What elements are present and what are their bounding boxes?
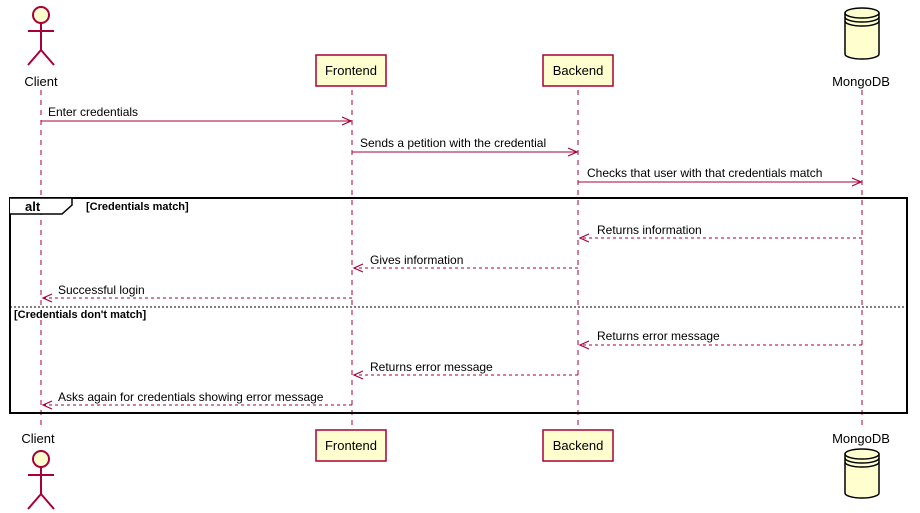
alt-fragment: alt [Credentials match] [Credentials don… [9, 197, 908, 414]
message-returns-information: Returns information [578, 223, 862, 243]
participant-frontend-label: Frontend [325, 63, 377, 78]
message-label: Enter credentials [48, 105, 138, 119]
alt-frame-border [9, 197, 908, 414]
message-asks-again: Asks again for credentials showing error… [41, 390, 352, 410]
alt-condition-nomatch: [Credentials don't match] [14, 309, 147, 321]
message-enter-credentials: Enter credentials [41, 105, 353, 126]
message-label: Returns error message [597, 329, 720, 343]
message-label: Asks again for credentials showing error… [58, 390, 324, 404]
message-label: Checks that user with that credentials m… [587, 166, 822, 180]
participants-top: Client Frontend Backend MongoDB [24, 6, 890, 89]
alt-frame-tab [10, 197, 73, 215]
participant-backend-box [542, 54, 614, 87]
participant-mongodb-label-bottom: MongoDB [832, 431, 890, 446]
participant-mongodb-label: MongoDB [832, 74, 890, 89]
participant-frontend-box [315, 54, 387, 87]
participant-client-label-bottom: Client [21, 431, 55, 446]
database-mongodb-icon [844, 7, 880, 60]
participant-backend-label-bottom: Backend [553, 438, 604, 453]
actor-client-icon [27, 6, 55, 66]
message-returns-error-db: Returns error message [578, 329, 862, 350]
database-mongodb-bottom-icon [844, 448, 880, 499]
alt-keyword: alt [25, 199, 41, 214]
participant-backend-box-bottom [542, 429, 614, 462]
participant-client-label: Client [24, 74, 58, 89]
participant-frontend-label-bottom: Frontend [325, 438, 377, 453]
lifelines [40, 90, 863, 430]
message-sends-petition: Sends a petition with the credential [352, 136, 579, 157]
participant-frontend-box-bottom [315, 429, 387, 462]
participant-backend-label: Backend [553, 63, 604, 78]
actor-client-bottom-icon [27, 450, 55, 510]
message-label: Returns error message [370, 360, 493, 374]
participants-bottom: Client Frontend Backend MongoDB [21, 429, 890, 510]
message-returns-error-backend: Returns error message [352, 360, 578, 380]
message-checks-credentials: Checks that user with that credentials m… [578, 166, 863, 187]
message-label: Gives information [370, 253, 463, 267]
message-label: Sends a petition with the credential [360, 136, 546, 150]
alt-condition-match: [Credentials match] [86, 201, 189, 213]
message-label: Successful login [58, 283, 145, 297]
message-successful-login: Successful login [41, 283, 352, 303]
message-gives-information: Gives information [352, 253, 578, 273]
message-label: Returns information [597, 223, 702, 237]
